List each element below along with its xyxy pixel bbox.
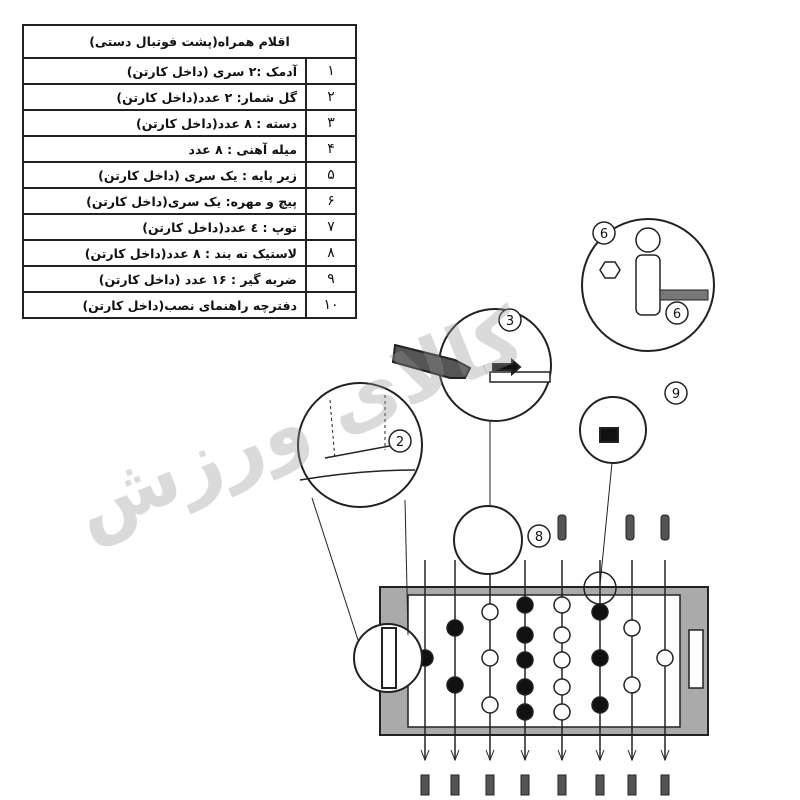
row-text: توپ : ٤ عدد(داخل کارتن) bbox=[22, 213, 307, 241]
bolt-icon bbox=[659, 289, 709, 301]
handle-icon bbox=[391, 343, 472, 379]
arrow-up-icon bbox=[450, 749, 460, 762]
bumper-icon bbox=[381, 627, 397, 689]
handle-icon bbox=[520, 774, 530, 796]
row-number: ۹ bbox=[305, 265, 357, 293]
callout-label: 6 bbox=[600, 227, 608, 242]
playfield bbox=[407, 594, 681, 728]
handle-icon bbox=[625, 514, 635, 541]
player-marker bbox=[553, 596, 571, 614]
player-marker bbox=[553, 678, 571, 696]
arrow-up-icon bbox=[557, 749, 567, 762]
handle-icon bbox=[660, 514, 670, 541]
handle-icon bbox=[450, 774, 460, 796]
row-text: پیچ و مهره: یک سری(داخل کارتن) bbox=[22, 187, 307, 215]
player-marker bbox=[481, 649, 499, 667]
player-marker bbox=[516, 626, 534, 644]
player-marker bbox=[553, 626, 571, 644]
handle-icon bbox=[557, 774, 567, 796]
callout-label: 6 bbox=[673, 307, 681, 322]
row-number: ۸ bbox=[305, 239, 357, 267]
player-marker bbox=[623, 676, 641, 694]
row-number: ۳ bbox=[305, 109, 357, 137]
row-text: آدمک :۲ سری (داخل کارتن) bbox=[22, 57, 307, 85]
handle-icon bbox=[557, 514, 567, 541]
arrow-up-icon bbox=[485, 749, 495, 762]
row-number: ۱۰ bbox=[305, 291, 357, 319]
bumper-rubber-icon bbox=[599, 427, 619, 443]
callout-3 bbox=[498, 308, 522, 332]
row-text: ضربه گیر : ۱۶ عدد (داخل کارتن) bbox=[22, 265, 307, 293]
arrow-up-icon bbox=[520, 749, 530, 762]
row-number: ۵ bbox=[305, 161, 357, 189]
row-text: گل شمار: ۲ عدد(داخل کارتن) bbox=[22, 83, 307, 111]
player-marker bbox=[481, 603, 499, 621]
table-title: اقلام همراه(پشت فوتبال دستی) bbox=[22, 24, 357, 59]
handle-icon bbox=[485, 774, 495, 796]
row-number: ۲ bbox=[305, 83, 357, 111]
callout-8 bbox=[527, 524, 551, 548]
callout-6b bbox=[665, 301, 689, 325]
goal-counter-right bbox=[688, 629, 704, 689]
player-marker bbox=[516, 678, 534, 696]
player-marker bbox=[591, 696, 609, 714]
callout-label: 8 bbox=[535, 530, 543, 545]
detail-circle-handle-2 bbox=[453, 505, 523, 575]
player-marker bbox=[446, 619, 464, 637]
arrow-up-icon bbox=[420, 749, 430, 762]
player-marker bbox=[591, 649, 609, 667]
player-marker bbox=[481, 696, 499, 714]
row-number: ۶ bbox=[305, 187, 357, 215]
handle-icon bbox=[627, 774, 637, 796]
player-marker bbox=[516, 703, 534, 721]
row-text: میله آهنی : ۸ عدد bbox=[22, 135, 307, 163]
nut-icon bbox=[599, 261, 621, 279]
player-marker bbox=[553, 651, 571, 669]
row-number: ۷ bbox=[305, 213, 357, 241]
row-number: ۴ bbox=[305, 135, 357, 163]
callout-9 bbox=[664, 381, 688, 405]
arrow-up-icon bbox=[627, 749, 637, 762]
callout-label: 3 bbox=[506, 314, 514, 329]
player-marker bbox=[623, 619, 641, 637]
player-figure-icon bbox=[635, 254, 661, 316]
callout-label: 2 bbox=[396, 435, 404, 450]
handle-icon bbox=[420, 774, 430, 796]
callout-6a bbox=[592, 221, 616, 245]
arrow-up-icon bbox=[595, 749, 605, 762]
leader-line bbox=[404, 499, 409, 636]
handle-icon bbox=[595, 774, 605, 796]
player-marker bbox=[446, 676, 464, 694]
player-marker bbox=[516, 596, 534, 614]
row-text: لاستیک ته بند : ۸ عدد(داخل کارتن) bbox=[22, 239, 307, 267]
callout-label: 9 bbox=[672, 387, 680, 402]
player-marker bbox=[516, 651, 534, 669]
row-text: دسته : ۸ عدد(داخل کارتن) bbox=[22, 109, 307, 137]
arrow-up-icon bbox=[660, 749, 670, 762]
callout-2 bbox=[388, 429, 412, 453]
player-marker bbox=[656, 649, 674, 667]
leader-line bbox=[311, 497, 359, 641]
row-text: دفترچه راهنمای نصب(داخل کارتن) bbox=[22, 291, 307, 319]
handle-icon bbox=[660, 774, 670, 796]
player-marker bbox=[591, 603, 609, 621]
player-marker bbox=[553, 703, 571, 721]
row-number: ۱ bbox=[305, 57, 357, 85]
row-text: زیر پایه : یک سری (داخل کارتن) bbox=[22, 161, 307, 189]
